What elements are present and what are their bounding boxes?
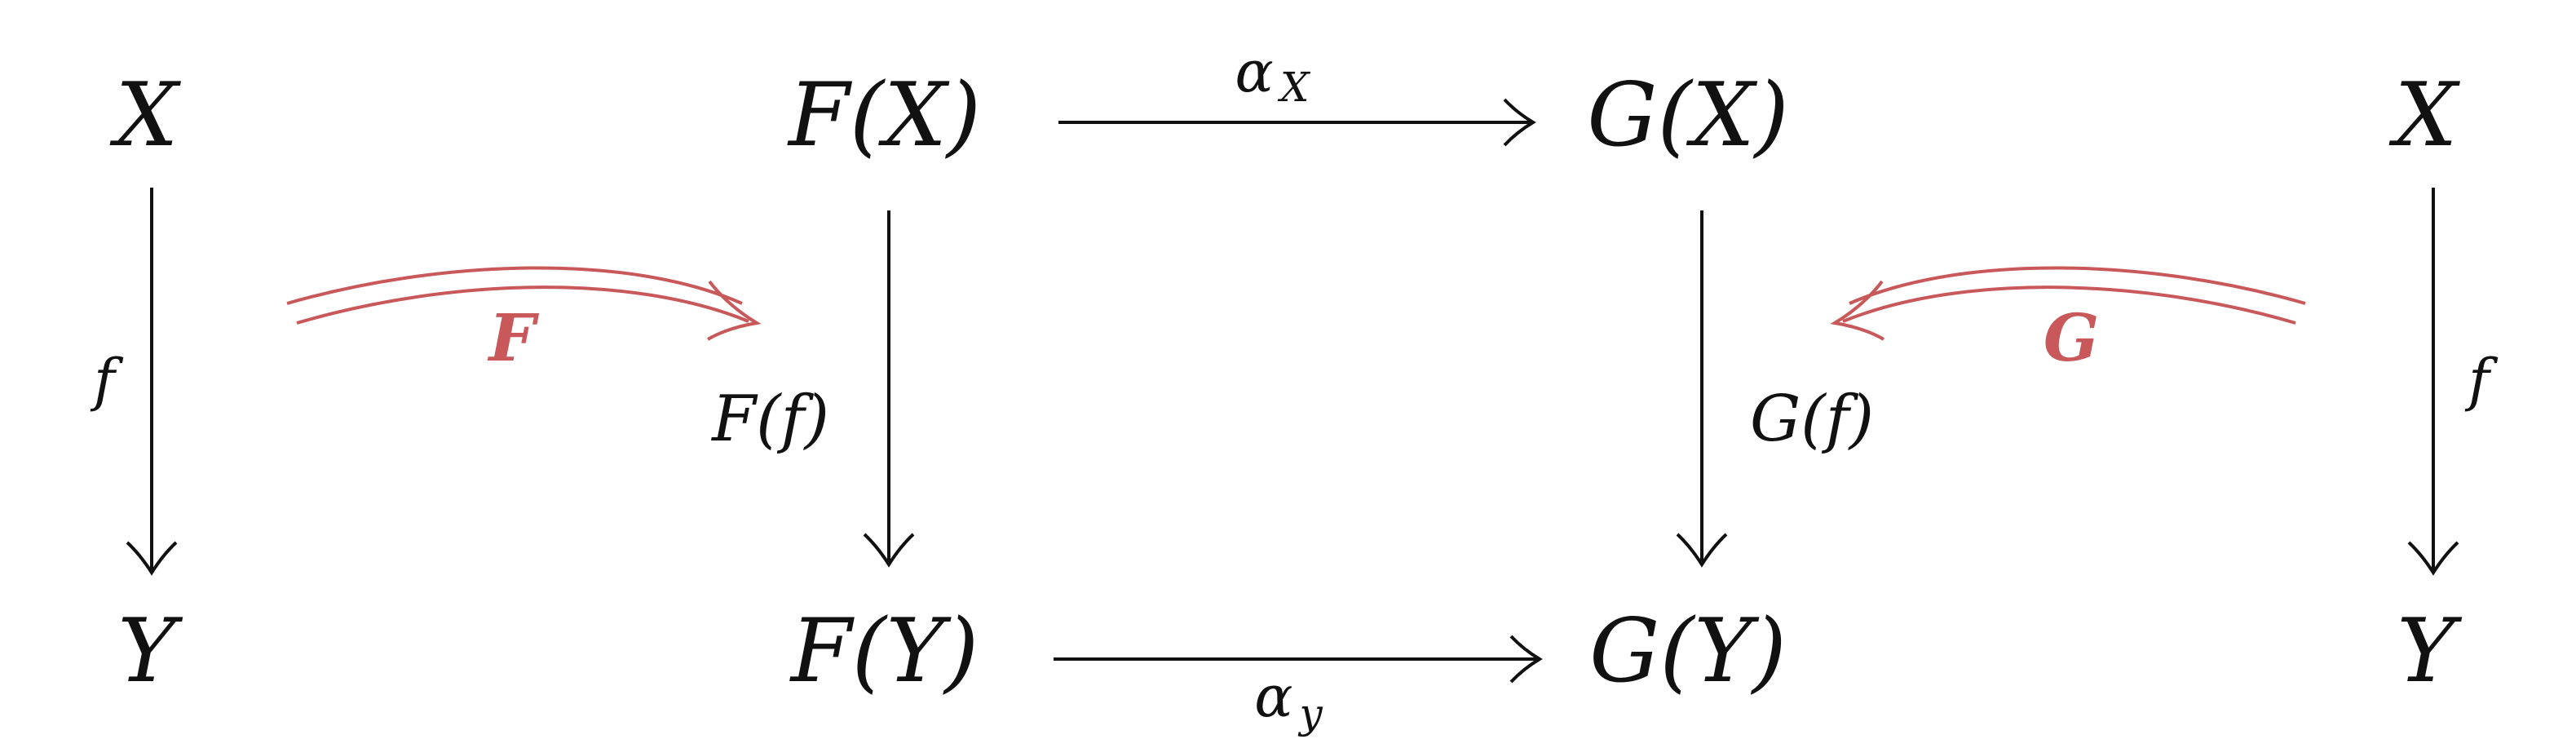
label-right-f: f xyxy=(2464,347,2499,414)
label-left-f: f xyxy=(90,347,124,414)
alpha-y-symbol: α xyxy=(1254,663,1292,730)
alpha-x-symbol: α xyxy=(1235,38,1274,105)
label-functor-f: F xyxy=(488,299,540,376)
arrow-right-f xyxy=(2407,188,2459,576)
functor-g-arrow xyxy=(1830,266,2306,341)
node-fx: F(X) xyxy=(787,64,981,166)
label-ff: F(f) xyxy=(710,383,829,456)
alpha-x-subscript: X xyxy=(1277,64,1311,111)
arrow-left-f xyxy=(126,188,178,576)
node-gy: G(Y) xyxy=(1589,600,1787,702)
alpha-y-subscript: y xyxy=(1298,690,1323,737)
arrow-alpha-x xyxy=(1058,98,1536,147)
functor-f-arrow xyxy=(286,266,762,341)
node-right-x: X xyxy=(2389,64,2461,166)
node-left-y: Y xyxy=(117,600,183,702)
node-fy: F(Y) xyxy=(789,600,979,702)
node-right-y: Y xyxy=(2397,600,2462,702)
node-left-x: X xyxy=(110,64,182,166)
arrow-alpha-y xyxy=(1054,635,1543,684)
arrow-gf xyxy=(1676,210,1728,568)
arrow-ff xyxy=(863,210,915,568)
node-gx: G(X) xyxy=(1587,64,1788,166)
label-gf: G(f) xyxy=(1750,383,1874,456)
label-functor-g: G xyxy=(2044,299,2099,376)
